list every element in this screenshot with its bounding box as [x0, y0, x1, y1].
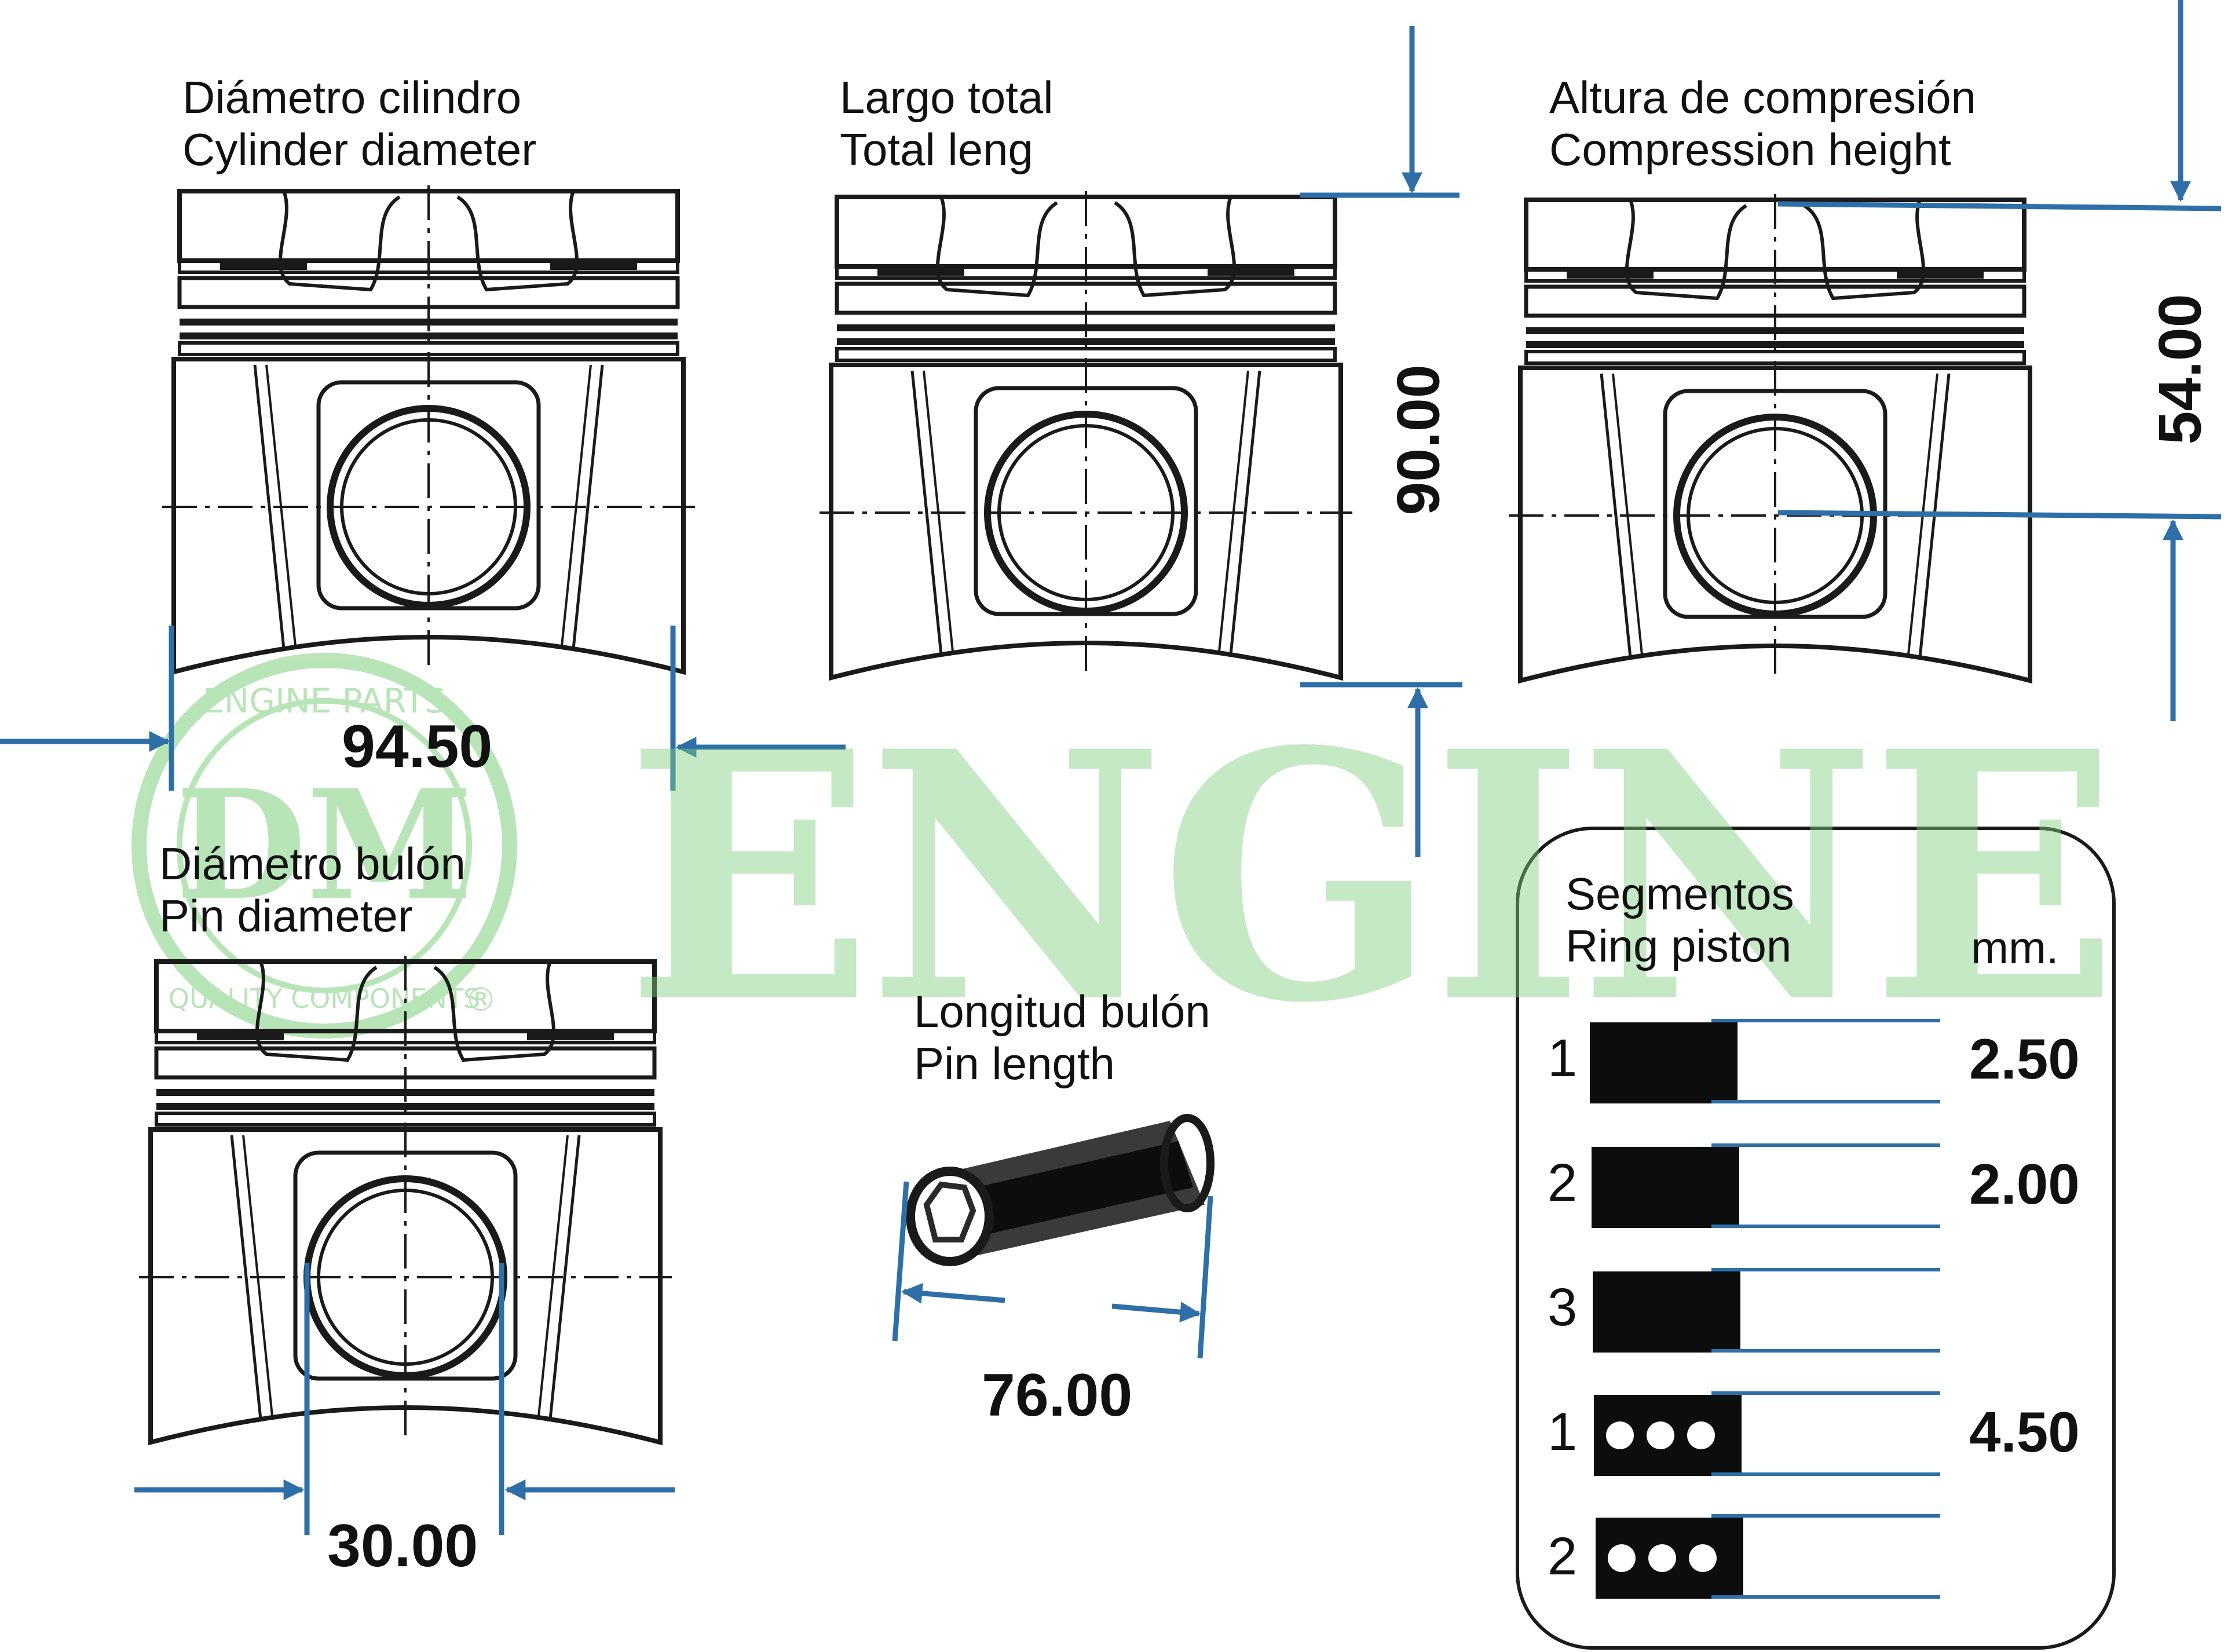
- registered-mark: ®: [464, 981, 497, 1019]
- rings-title-es: Segmentos: [1565, 868, 1794, 919]
- label-pin-diameter-en: Pin diameter: [159, 890, 413, 941]
- arrow-pinlen-right: [1111, 1302, 1201, 1323]
- value-pin-length: 76.00: [982, 1362, 1133, 1429]
- extension-line-pinlen-right: [1197, 1196, 1213, 1359]
- value-compression-height: 54.00: [2146, 294, 2214, 445]
- piston-drawing-compression: [1509, 194, 2042, 681]
- value-total-length: 90.00: [1385, 364, 1453, 516]
- label-compression-es: Altura de compresión: [1549, 72, 1977, 123]
- ring-number: 2: [1548, 1153, 1578, 1212]
- watermark-logo-ring-top: ENGINE PARTS: [203, 681, 446, 721]
- ring-solid-3: [1593, 1268, 1940, 1353]
- piston-drawing-pin-diameter: [139, 956, 672, 1442]
- arrow-pinlen-left: [901, 1282, 1005, 1304]
- extension-line-pinlen-left: [892, 1181, 909, 1342]
- ring-oil-2: [1596, 1514, 1940, 1599]
- ring-number: 3: [1548, 1278, 1578, 1337]
- label-pin-length-en: Pin length: [914, 1038, 1115, 1089]
- label-cylinder-es: Diámetro cilindro: [182, 72, 522, 123]
- ring-thickness: 4.50: [1969, 1400, 2080, 1464]
- label-compression-en: Compression height: [1549, 124, 1951, 175]
- piston-drawing-cylinder: [162, 185, 695, 672]
- watermark-logo-ring-bottom: QUALITY COMPONENTS: [169, 983, 481, 1014]
- value-pin-diameter: 30.00: [327, 1512, 478, 1580]
- ring-number: 1: [1548, 1402, 1578, 1461]
- ring-solid-1: [1590, 1019, 1940, 1103]
- ring-oil-1: [1594, 1391, 1940, 1476]
- label-total-length-es: Largo total: [840, 72, 1054, 123]
- value-cylinder-diameter: 94.50: [342, 713, 493, 780]
- label-total-length-en: Total leng: [840, 124, 1033, 175]
- watermark-logo-mark: DM: [175, 757, 473, 934]
- rings-unit: mm.: [1971, 922, 2059, 973]
- ring-number: 1: [1548, 1029, 1578, 1088]
- ring-thickness: 2.50: [1969, 1027, 2080, 1091]
- extension-line-crown: [1777, 201, 2222, 211]
- extension-line-pin-axis: [1777, 510, 2222, 520]
- label-pin-length-es: Longitud bulón: [914, 986, 1210, 1037]
- ring-number: 2: [1548, 1527, 1578, 1586]
- watermark-text: ENGINE PARTS: [626, 678, 2224, 1078]
- ring-thickness: 2.00: [1969, 1152, 2080, 1216]
- label-pin-diameter-es: Diámetro bulón: [159, 838, 466, 889]
- rings-panel: [1516, 827, 2116, 1650]
- pin-drawing: [906, 1114, 1215, 1266]
- rings-title-en: Ring piston: [1565, 920, 1792, 971]
- label-cylinder-en: Cylinder diameter: [182, 124, 537, 175]
- piston-drawing-total-length: [820, 191, 1352, 678]
- ring-solid-2: [1592, 1143, 1940, 1228]
